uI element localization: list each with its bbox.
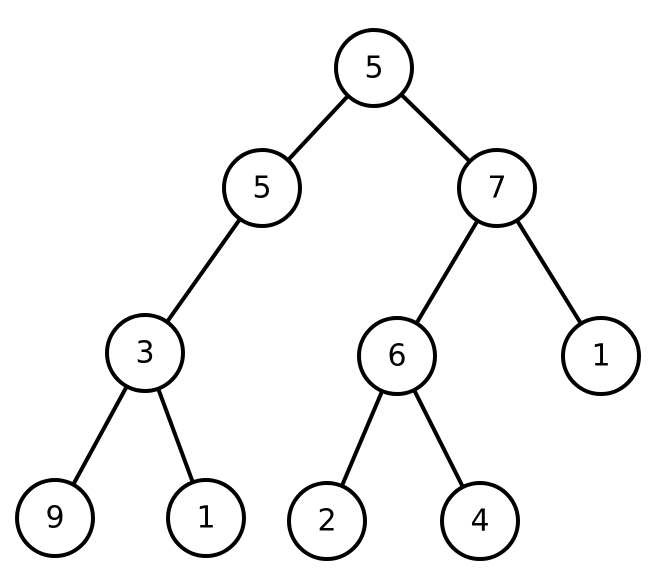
tree-node-label: 5 <box>252 171 271 206</box>
tree-node-label: 3 <box>135 336 154 371</box>
tree-node-label: 5 <box>364 51 383 86</box>
tree-node-right-right: 1 <box>561 316 641 396</box>
tree-node-right-left: 6 <box>357 316 437 396</box>
tree-node-label: 9 <box>45 501 64 536</box>
tree-node-label: 6 <box>387 339 406 374</box>
tree-node-right-left-right: 4 <box>440 481 520 561</box>
tree-node-left-left: 3 <box>105 313 185 393</box>
tree-node-label: 4 <box>470 504 489 539</box>
tree-node-right: 7 <box>457 148 537 228</box>
tree-edges <box>53 66 603 523</box>
tree-node-label: 2 <box>317 504 336 539</box>
tree-node-root: 5 <box>334 28 414 108</box>
tree-node-left-left-left: 9 <box>15 478 95 558</box>
tree-node-label: 1 <box>591 339 610 374</box>
tree-node-left: 5 <box>222 148 302 228</box>
tree-node-left-left-right: 1 <box>166 478 246 558</box>
tree-node-label: 1 <box>196 501 215 536</box>
tree-node-right-left-left: 2 <box>287 481 367 561</box>
tree-node-label: 7 <box>487 171 506 206</box>
tree-nodes: 5 5 7 3 6 1 9 1 <box>15 28 641 561</box>
